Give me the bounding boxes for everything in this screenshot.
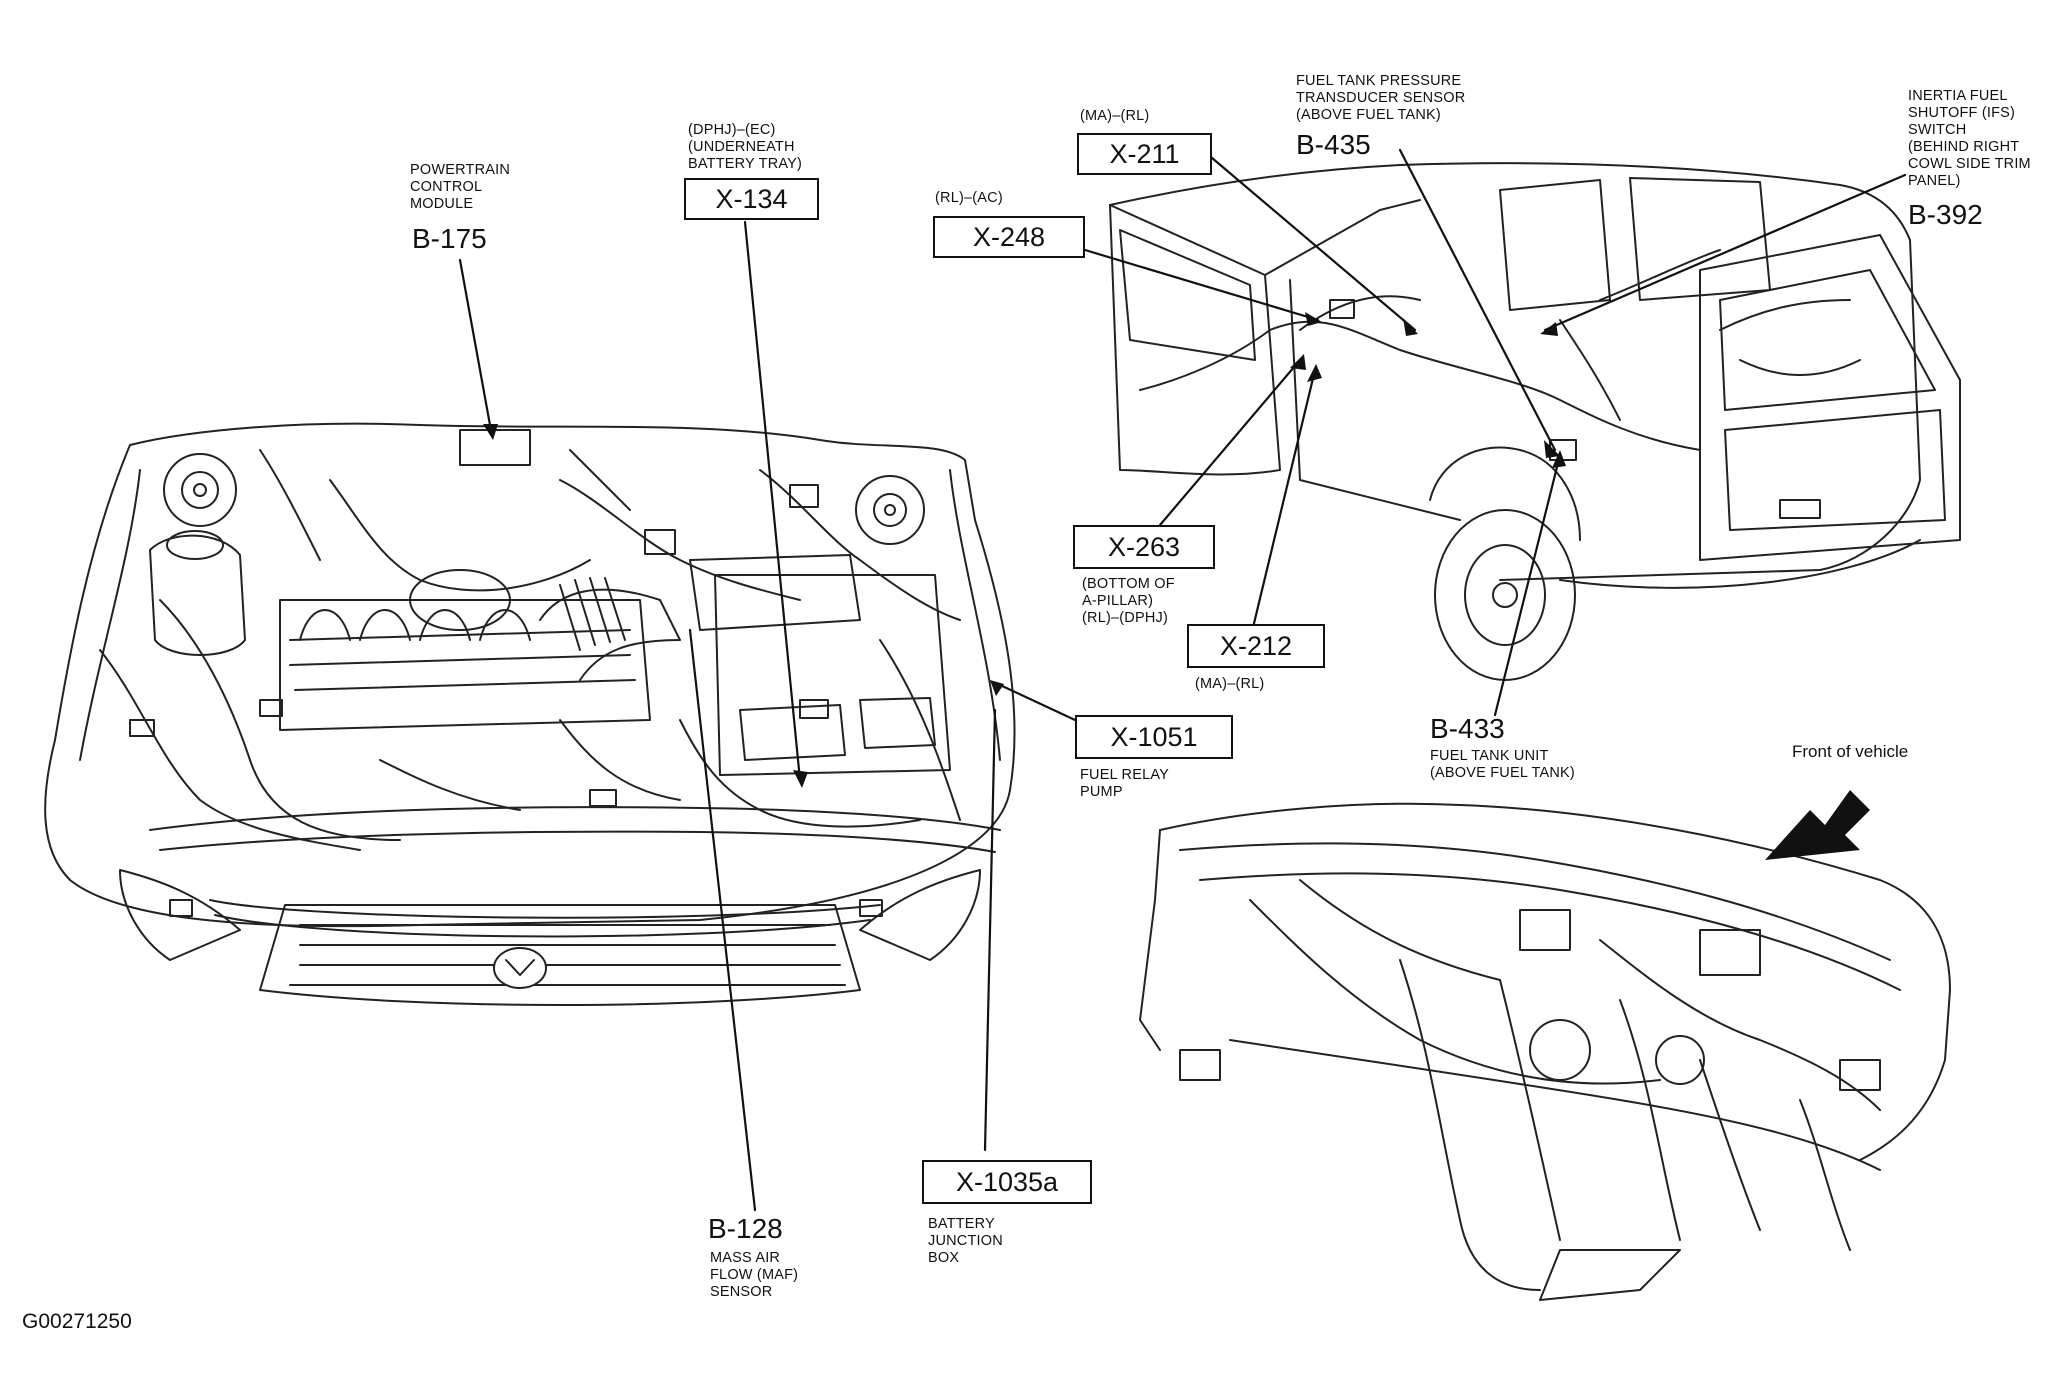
x248-box: X-248 <box>933 216 1085 258</box>
x134-box: X-134 <box>684 178 819 220</box>
x263-box: X-263 <box>1073 525 1215 569</box>
b128-desc-line: SENSOR <box>710 1284 773 1300</box>
b175-desc-line: MODULE <box>410 196 474 212</box>
b433-id: B-433 <box>1430 713 1505 744</box>
x1035a-desc-line: JUNCTION <box>928 1233 1003 1249</box>
x248-description: (RL)–(AC) <box>935 190 1003 207</box>
x134-desc-line: (UNDERNEATH <box>688 139 795 155</box>
x134-desc-line: (DPHJ)–(EC) <box>688 122 776 138</box>
b435-id: B-435 <box>1296 129 1371 160</box>
b392-id: B-392 <box>1908 199 1983 230</box>
b433-desc-line: FUEL TANK UNIT <box>1430 748 1549 764</box>
b435-desc-line: TRANSDUCER SENSOR <box>1296 90 1466 106</box>
x263-description: (BOTTOM OF A-PILLAR) (RL)–(DPHJ) <box>1082 576 1175 627</box>
b435-desc-line: FUEL TANK PRESSURE <box>1296 73 1462 89</box>
front-of-vehicle-label: Front of vehicle <box>1792 742 1909 761</box>
b433-description: FUEL TANK UNIT (ABOVE FUEL TANK) <box>1430 748 1575 782</box>
b435-desc-line: (ABOVE FUEL TANK) <box>1296 107 1441 123</box>
x1035a-desc-line: BATTERY <box>928 1216 995 1232</box>
x211-description: (MA)–(RL) <box>1080 108 1149 125</box>
b433-desc-line: (ABOVE FUEL TANK) <box>1430 765 1575 781</box>
x134-desc-line: BATTERY TRAY) <box>688 156 803 172</box>
x263-desc-line: (RL)–(DPHJ) <box>1082 610 1168 626</box>
b392-desc-line: (BEHIND RIGHT <box>1908 139 2020 155</box>
x134-description: (DPHJ)–(EC) (UNDERNEATH BATTERY TRAY) <box>688 122 802 173</box>
x248-desc-line: (RL)–(AC) <box>935 190 1003 206</box>
instrument-panel-illustration <box>1139 802 1951 1301</box>
b392-desc-line: COWL SIDE TRIM <box>1908 156 2031 172</box>
b128-desc-line: FLOW (MAF) <box>710 1267 799 1283</box>
x1051-box: X-1051 <box>1075 715 1233 759</box>
b128-desc-line: MASS AIR <box>710 1250 781 1266</box>
b175-desc-line: CONTROL <box>410 179 483 195</box>
b392-desc-line: PANEL) <box>1908 173 1961 189</box>
x263-desc-line: (BOTTOM OF <box>1082 576 1175 592</box>
b175-description: POWERTRAIN CONTROL MODULE <box>410 162 510 213</box>
b392-desc-line: SHUTOFF (IFS) <box>1908 105 2016 121</box>
b128-id: B-128 <box>708 1213 783 1244</box>
x1035a-box: X-1035a <box>922 1160 1092 1204</box>
x212-description: (MA)–(RL) <box>1195 676 1264 693</box>
x212-desc-line: (MA)–(RL) <box>1195 676 1265 692</box>
figure-id: G00271250 <box>22 1310 132 1333</box>
b128-description: MASS AIR FLOW (MAF) SENSOR <box>710 1250 798 1301</box>
engine-bay-illustration <box>44 422 1016 1006</box>
x212-box: X-212 <box>1187 624 1325 668</box>
x1051-desc-line: PUMP <box>1080 784 1123 800</box>
x1051-desc-line: FUEL RELAY <box>1080 767 1170 783</box>
leader-lines <box>458 148 1907 1212</box>
b392-description: INERTIA FUEL SHUTOFF (IFS) SWITCH (BEHIN… <box>1908 88 2031 190</box>
x211-box: X-211 <box>1077 133 1212 175</box>
b392-desc-line: INERTIA FUEL <box>1908 88 2008 104</box>
b175-id: B-175 <box>412 223 487 254</box>
front-arrow <box>1765 790 1870 860</box>
x263-desc-line: A-PILLAR) <box>1082 593 1154 609</box>
b435-description: FUEL TANK PRESSURE TRANSDUCER SENSOR (AB… <box>1296 73 1465 124</box>
x211-desc-line: (MA)–(RL) <box>1080 108 1150 124</box>
x1051-description: FUEL RELAY PUMP <box>1080 767 1169 801</box>
b175-desc-line: POWERTRAIN <box>410 162 511 178</box>
x1035a-desc-line: BOX <box>928 1250 960 1266</box>
b392-desc-line: SWITCH <box>1908 122 1967 138</box>
x1035a-description: BATTERY JUNCTION BOX <box>928 1216 1003 1267</box>
vehicle-rear-illustration <box>1109 162 1961 681</box>
